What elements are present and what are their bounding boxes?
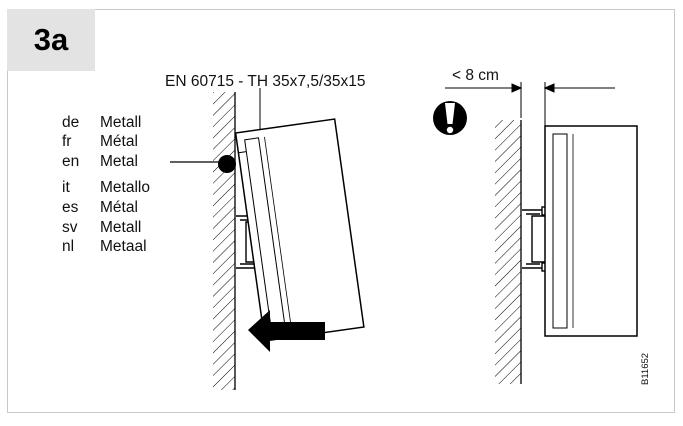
standard-label: EN 60715 - TH 35x7,5/35x15 — [165, 73, 366, 90]
exclamation-circle-icon — [433, 101, 467, 135]
distance-label: < 8 cm — [452, 67, 499, 84]
right-wall — [495, 120, 522, 384]
metal-marker — [170, 155, 236, 173]
step-badge: 3a — [7, 9, 95, 71]
left-device — [234, 118, 365, 342]
reference-code: B11652 — [640, 352, 651, 385]
distance-dimension — [445, 82, 615, 126]
right-device — [544, 125, 638, 337]
push-direction-arrow — [248, 310, 325, 352]
left-wall — [213, 92, 236, 390]
